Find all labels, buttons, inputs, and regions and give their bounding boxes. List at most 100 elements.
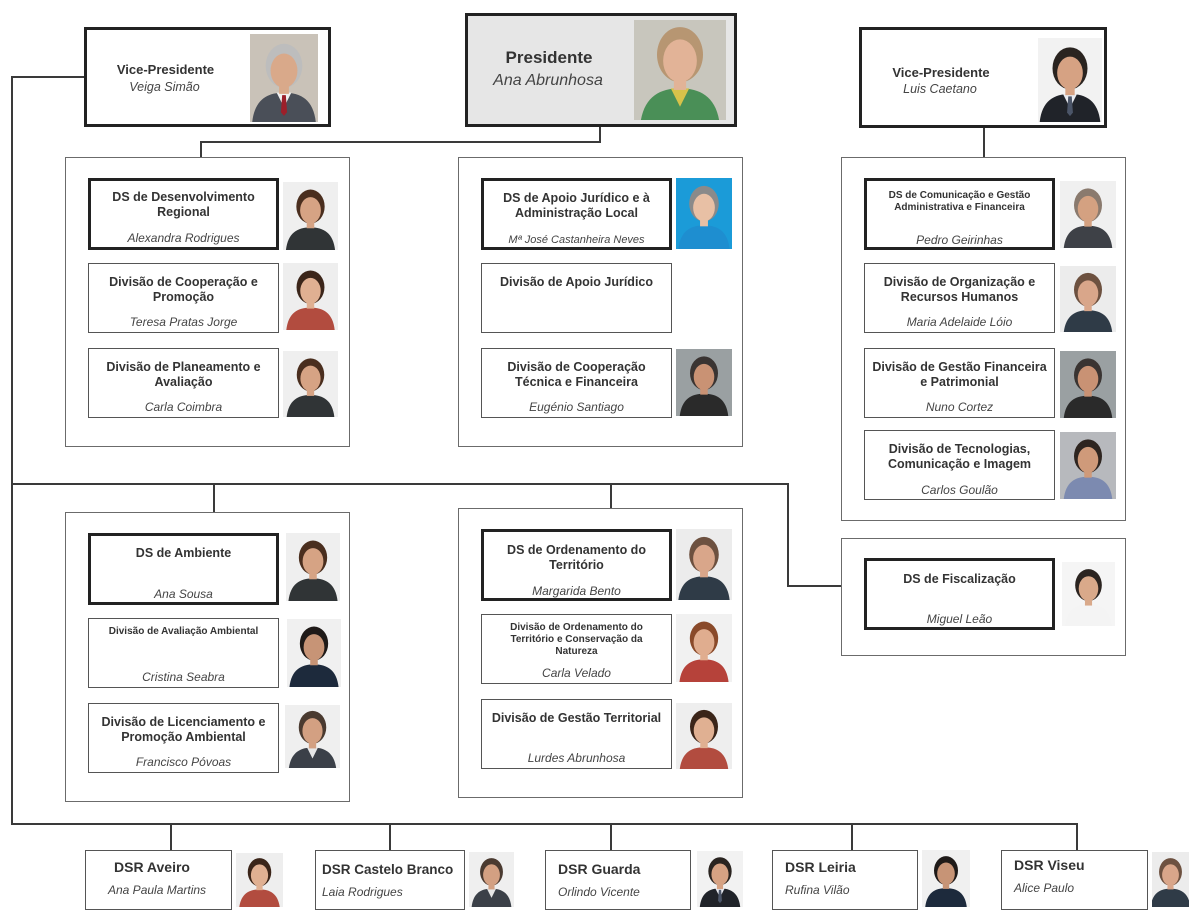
dsr-aveiro-photo xyxy=(236,853,283,907)
dsr-leiria-box: DSR Leiria Rufina Vilão xyxy=(772,850,918,910)
connector-drop-ambiente xyxy=(213,483,215,513)
dsr-viseu-photo xyxy=(1152,852,1189,907)
president-title: Presidente xyxy=(505,48,593,67)
president-name: Ana Abrunhosa xyxy=(493,72,603,89)
vice-president-left-photo xyxy=(250,34,318,122)
div-tecnologias-box: Divisão de Tecnologias, Comunicação e Im… xyxy=(864,430,1055,500)
vice-president-right-name: Luis Caetano xyxy=(903,82,977,96)
div-cooperacao-promocao-name: Teresa Pratas Jorge xyxy=(129,315,238,329)
div-avaliacao-ambiental-box: Divisão de Avaliação Ambiental Cristina … xyxy=(88,618,279,688)
dsr-castelo-branco-title: DSR Castelo Branco xyxy=(322,862,454,877)
div-gestao-territorial-title: Divisão de Gestão Territorial xyxy=(491,711,662,725)
ds-desenvolvimento-photo xyxy=(283,182,338,250)
ds-ambiente-box: DS de Ambiente Ana Sousa xyxy=(88,533,279,605)
div-planeamento-avaliacao-box: Divisão de Planeamento e Avaliação Carla… xyxy=(88,348,279,418)
connector-president-down xyxy=(599,126,601,142)
dsr-castelo-branco-photo xyxy=(469,852,514,907)
ds-desenvolvimento-box: DS de Desenvolvimento Regional Alexandra… xyxy=(88,178,279,250)
dsr-aveiro-box: DSR Aveiro Ana Paula Martins xyxy=(85,850,232,910)
ds-comunicacao-title: DS de Comunicação e Gestão Administrativ… xyxy=(888,190,1031,213)
dsr-guarda-title: DSR Guarda xyxy=(558,861,641,877)
div-gestao-financeira-title: Divisão de Gestão Financeira e Patrimoni… xyxy=(872,360,1047,389)
dsr-castelo-branco-box: DSR Castelo Branco Laia Rodrigues xyxy=(315,850,465,910)
dsr-leiria-title: DSR Leiria xyxy=(785,859,856,875)
div-ordenamento-conservacao-name: Carla Velado xyxy=(542,666,611,680)
dsr-guarda-photo xyxy=(697,851,743,907)
div-planeamento-avaliacao-title: Divisão de Planeamento e Avaliação xyxy=(106,360,261,389)
ds-fiscalizacao-name: Miguel Leão xyxy=(926,612,993,626)
connector-drop-dsr-viseu xyxy=(1076,823,1078,851)
connector-fiscalizacao-horizontal xyxy=(787,585,842,587)
connector-fiscalizacao-vertical xyxy=(787,483,789,586)
ds-ambiente-name: Ana Sousa xyxy=(154,587,213,601)
dsr-guarda-name: Orlindo Vicente xyxy=(558,885,640,899)
div-ordenamento-conservacao-photo xyxy=(676,614,732,682)
dsr-leiria-photo xyxy=(922,850,970,907)
ds-comunicacao-photo xyxy=(1060,181,1116,248)
ds-apoio-juridico-title: DS de Apoio Jurídico e à Administração L… xyxy=(503,191,650,220)
div-gestao-financeira-photo xyxy=(1060,351,1116,418)
div-cooperacao-promocao-box: Divisão de Cooperação e Promoção Teresa … xyxy=(88,263,279,333)
president-photo xyxy=(634,20,726,120)
ds-fiscalizacao-photo xyxy=(1062,562,1115,626)
div-avaliacao-ambiental-title: Divisão de Avaliação Ambiental xyxy=(108,626,259,637)
dsr-aveiro-title: DSR Aveiro xyxy=(114,859,190,875)
connector-drop-dsr-aveiro xyxy=(170,823,172,851)
ds-apoio-juridico-box: DS de Apoio Jurídico e à Administração L… xyxy=(481,178,672,250)
div-organizacao-rh-title: Divisão de Organização e Recursos Humano… xyxy=(883,275,1036,304)
connector-vp-left xyxy=(11,76,85,78)
div-tecnologias-title: Divisão de Tecnologias, Comunicação e Im… xyxy=(887,442,1032,471)
div-gestao-territorial-photo xyxy=(676,703,732,769)
div-licenciamento-photo xyxy=(285,705,340,768)
connector-drop-dsr-leiria xyxy=(851,823,853,851)
connector-drop-dsr-guarda xyxy=(610,823,612,851)
div-ordenamento-conservacao-title: Divisão de Ordenamento do Território e C… xyxy=(510,622,643,657)
dsr-guarda-box: DSR Guarda Orlindo Vicente xyxy=(545,850,691,910)
ds-comunicacao-name: Pedro Geirinhas xyxy=(916,233,1003,247)
vice-president-left-title: Vice-Presidente xyxy=(116,62,215,77)
div-cooperacao-promocao-title: Divisão de Cooperação e Promoção xyxy=(109,275,258,304)
div-tecnologias-photo xyxy=(1060,432,1116,499)
ds-ordenamento-title: DS de Ordenamento do Território xyxy=(507,543,646,572)
dsr-viseu-name: Alice Paulo xyxy=(1014,881,1075,895)
div-cooperacao-tecnica-name: Eugénio Santiago xyxy=(529,400,624,414)
connector-top-horizontal xyxy=(200,141,601,143)
div-cooperacao-tecnica-photo xyxy=(676,349,732,416)
ds-desenvolvimento-name: Alexandra Rodrigues xyxy=(127,231,240,245)
connector-middle-horizontal xyxy=(11,483,789,485)
div-licenciamento-name: Francisco Póvoas xyxy=(135,755,232,769)
dsr-viseu-title: DSR Viseu xyxy=(1014,857,1085,873)
ds-fiscalizacao-title: DS de Fiscalização xyxy=(903,572,1016,586)
div-organizacao-rh-name: Maria Adelaide Lóio xyxy=(906,315,1013,329)
connector-bottom-horizontal xyxy=(11,823,1078,825)
div-organizacao-rh-box: Divisão de Organização e Recursos Humano… xyxy=(864,263,1055,333)
vice-president-right-photo xyxy=(1038,38,1102,122)
dsr-leiria-name: Rufina Vilão xyxy=(785,883,850,897)
connector-drop-dsr-castelo-branco xyxy=(389,823,391,851)
ds-ambiente-photo xyxy=(286,533,340,601)
div-licenciamento-box: Divisão de Licenciamento e Promoção Ambi… xyxy=(88,703,279,773)
dsr-viseu-box: DSR Viseu Alice Paulo xyxy=(1001,850,1148,910)
vice-president-right-box: Vice-Presidente Luis Caetano xyxy=(859,27,1107,128)
div-gestao-financeira-box: Divisão de Gestão Financeira e Patrimoni… xyxy=(864,348,1055,418)
div-planeamento-avaliacao-name: Carla Coimbra xyxy=(144,400,223,414)
div-planeamento-avaliacao-photo xyxy=(283,351,338,417)
ds-ordenamento-photo xyxy=(676,529,732,600)
div-avaliacao-ambiental-photo xyxy=(287,619,341,687)
ds-apoio-juridico-name: Mª José Castanheira Neves xyxy=(508,234,645,246)
dsr-castelo-branco-name: Laia Rodrigues xyxy=(322,885,403,899)
div-licenciamento-title: Divisão de Licenciamento e Promoção Ambi… xyxy=(101,715,266,744)
div-organizacao-rh-photo xyxy=(1060,266,1116,332)
ds-ordenamento-name: Margarida Bento xyxy=(532,584,621,598)
div-avaliacao-ambiental-name: Cristina Seabra xyxy=(142,670,225,684)
div-cooperacao-promocao-photo xyxy=(283,263,338,330)
ds-desenvolvimento-title: DS de Desenvolvimento Regional xyxy=(112,190,255,219)
dsr-aveiro-name: Ana Paula Martins xyxy=(108,883,207,897)
ds-apoio-juridico-photo xyxy=(676,178,732,249)
div-tecnologias-name: Carlos Goulão xyxy=(921,483,998,497)
connector-vp-right-down xyxy=(983,127,985,158)
div-cooperacao-tecnica-box: Divisão de Cooperação Técnica e Financei… xyxy=(481,348,672,418)
div-apoio-juridico-title: Divisão de Apoio Jurídico xyxy=(499,275,654,289)
div-gestao-financeira-name: Nuno Cortez xyxy=(925,400,994,414)
div-ordenamento-conservacao-box: Divisão de Ordenamento do Território e C… xyxy=(481,614,672,684)
